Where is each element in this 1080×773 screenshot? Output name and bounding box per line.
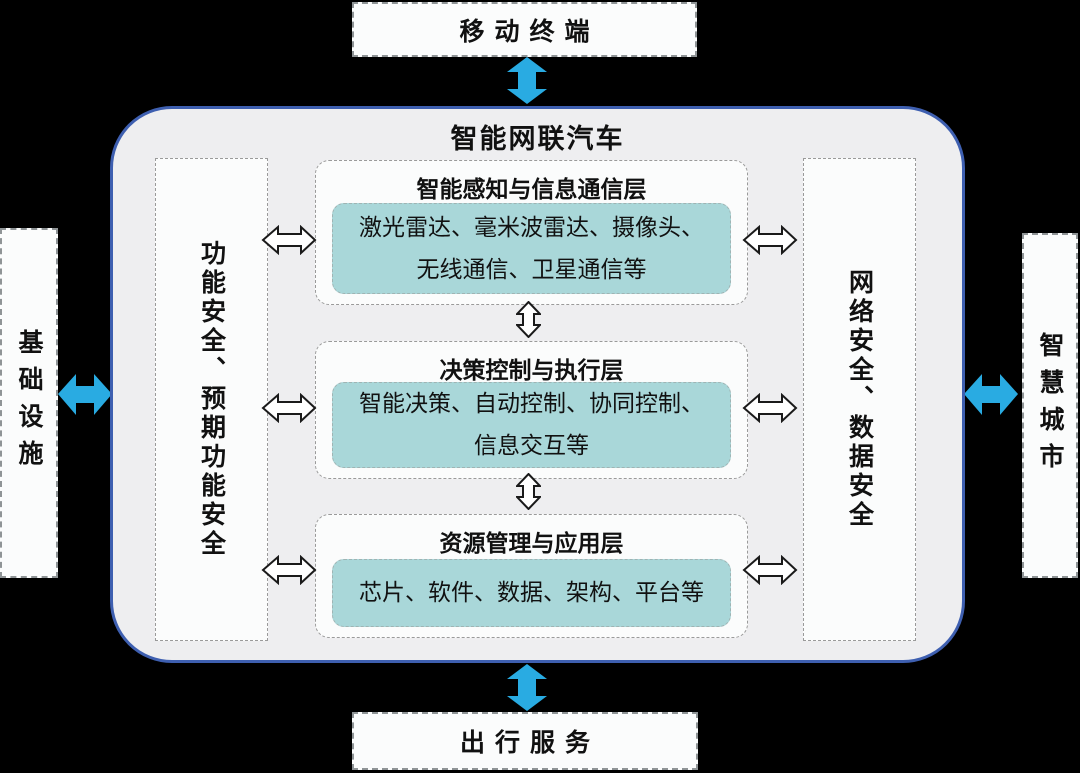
double-arrow-right-icon bbox=[964, 374, 1018, 415]
vehicle-container: 智能网联汽车 功能安全、预期功能安全 网络安全、数据安全 智能感知与信息通信层 … bbox=[110, 106, 965, 663]
layer-decision-execution: 决策控制与执行层 智能决策、自动控制、协同控制、 信息交互等 bbox=[315, 341, 748, 479]
node-infrastructure: 基础设施 bbox=[0, 228, 58, 578]
panel-network-security-label: 网络安全、数据安全 bbox=[845, 269, 875, 530]
layer-perception-items-line1: 激光雷达、毫米波雷达、摄像头、 bbox=[359, 214, 704, 241]
node-smart-city: 智慧城市 bbox=[1022, 233, 1078, 578]
layer-resource-application: 资源管理与应用层 芯片、软件、数据、架构、平台等 bbox=[315, 514, 748, 638]
layer-perception-items: 激光雷达、毫米波雷达、摄像头、 无线通信、卫星通信等 bbox=[332, 203, 731, 294]
layer-decision-items-line1: 智能决策、自动控制、协同控制、 bbox=[359, 391, 704, 417]
layer-perception-title: 智能感知与信息通信层 bbox=[416, 177, 647, 203]
panel-functional-safety-label: 功能安全、预期功能安全 bbox=[197, 240, 227, 559]
node-travel-service: 出行服务 bbox=[352, 712, 698, 770]
layer-resource-items-line1: 芯片、软件、数据、架构、平台等 bbox=[359, 580, 704, 606]
arrow-right-layer1-icon bbox=[742, 225, 798, 255]
panel-network-security: 网络安全、数据安全 bbox=[803, 158, 916, 641]
double-arrow-top-icon bbox=[507, 57, 547, 104]
arrow-layer1-layer2-icon bbox=[516, 301, 541, 338]
node-mobile-terminal: 移动终端 bbox=[352, 2, 697, 57]
double-arrow-bottom-icon bbox=[507, 664, 547, 711]
node-infrastructure-label: 基础设施 bbox=[15, 329, 44, 477]
layer-resource-title: 资源管理与应用层 bbox=[439, 531, 624, 557]
arrow-right-layer3-icon bbox=[742, 555, 798, 585]
layer-decision-items: 智能决策、自动控制、协同控制、 信息交互等 bbox=[332, 382, 731, 468]
layer-perception-communication: 智能感知与信息通信层 激光雷达、毫米波雷达、摄像头、 无线通信、卫星通信等 bbox=[315, 160, 748, 305]
arrow-layer2-layer3-icon bbox=[516, 473, 541, 510]
arrow-left-layer2-icon bbox=[261, 393, 317, 423]
arrow-right-layer2-icon bbox=[742, 393, 798, 423]
node-mobile-terminal-label: 移动终端 bbox=[459, 16, 600, 46]
panel-functional-safety: 功能安全、预期功能安全 bbox=[155, 158, 268, 641]
arrow-left-layer1-icon bbox=[261, 225, 317, 255]
node-smart-city-label: 智慧城市 bbox=[1036, 331, 1065, 480]
layer-perception-items-line2: 无线通信、卫星通信等 bbox=[416, 256, 647, 283]
layer-resource-items: 芯片、软件、数据、架构、平台等 bbox=[332, 559, 731, 627]
node-travel-service-label: 出行服务 bbox=[459, 728, 600, 757]
double-arrow-left-icon bbox=[58, 374, 112, 415]
layer-decision-title: 决策控制与执行层 bbox=[439, 358, 624, 384]
arrow-left-layer3-icon bbox=[261, 555, 317, 585]
layer-decision-items-line2: 信息交互等 bbox=[474, 433, 589, 459]
vehicle-title: 智能网联汽车 bbox=[450, 124, 625, 155]
